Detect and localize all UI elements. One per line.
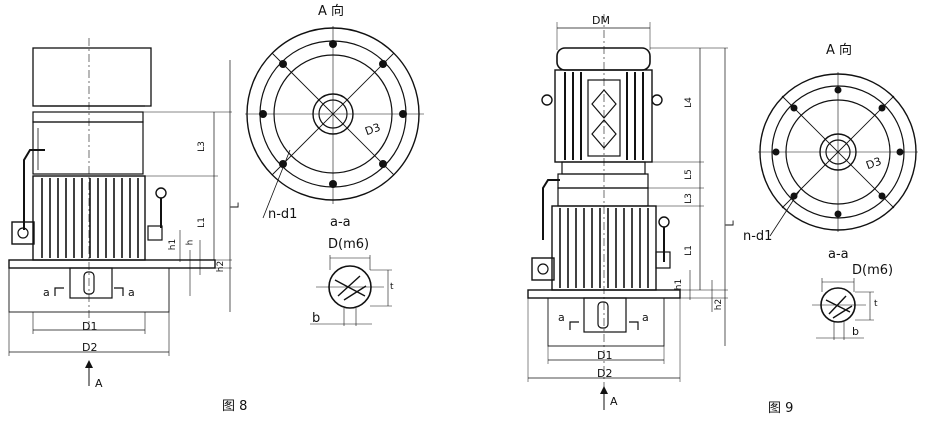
fig8-section-label: a-a [330,215,351,230]
fig8-a-view-flange [245,26,424,219]
fig9-dim-D1: D1 [597,349,613,362]
fig9-hole-label: n-d1 [743,229,773,244]
fig9-dim-L: L [723,220,737,227]
fig9-dim-DM: DM [592,14,610,27]
fig8-dim-L: L [228,202,242,209]
fig9-dim-L3: L3 [683,193,694,204]
fig9-section-dim: D(m6) [852,263,894,278]
fig9-dim-L1: L1 [683,245,694,256]
fig8-dim-D1: D1 [82,320,98,333]
fig9-motor-side-view [527,14,728,410]
fig9-key-width: b [852,325,859,338]
fig8-dim-h: h [185,239,196,246]
fig8-arrow-label: A [95,377,103,390]
fig8-section-mark-left: a [43,286,50,299]
fig8-caption: 图 8 [222,399,248,414]
fig9-caption: 图 9 [768,401,794,416]
fig9-section-mark-right: a [642,311,649,324]
fig9-dim-L4: L4 [683,97,694,108]
fig8-dim-L3: L3 [196,141,207,152]
fig9-section-label: a-a [828,247,849,262]
fig8-view-label: A 向 [318,4,345,19]
fig9-section-mark-left: a [558,311,565,324]
fig9-a-view-flange [758,72,918,237]
fig9-dim-D2: D2 [597,367,613,380]
fig9-key-depth: t [874,299,878,309]
fig8-dim-h1: h1 [168,238,179,251]
fig8-dim-h2: h2 [216,260,227,273]
fig8-motor-side-view [8,38,232,386]
fig8-section-aa [310,255,392,326]
fig8-key-width: b [312,311,321,326]
fig9-arrow-label: A [610,395,618,408]
fig9-dim-h2: h2 [714,298,725,311]
fig9-section-aa [812,278,874,340]
fig9-dim-h1: h1 [674,278,685,291]
fig9-dim-L5: L5 [683,169,694,180]
fig8-dim-L1: L1 [196,217,207,228]
fig8-hole-label: n-d1 [268,207,298,222]
fig8-dim-D2: D2 [82,341,98,354]
fig8-key-depth: t [390,282,394,292]
fig8-section-mark-right: a [128,286,135,299]
fig9-view-label: A 向 [826,43,853,58]
fig8-section-dim: D(m6) [328,237,370,252]
